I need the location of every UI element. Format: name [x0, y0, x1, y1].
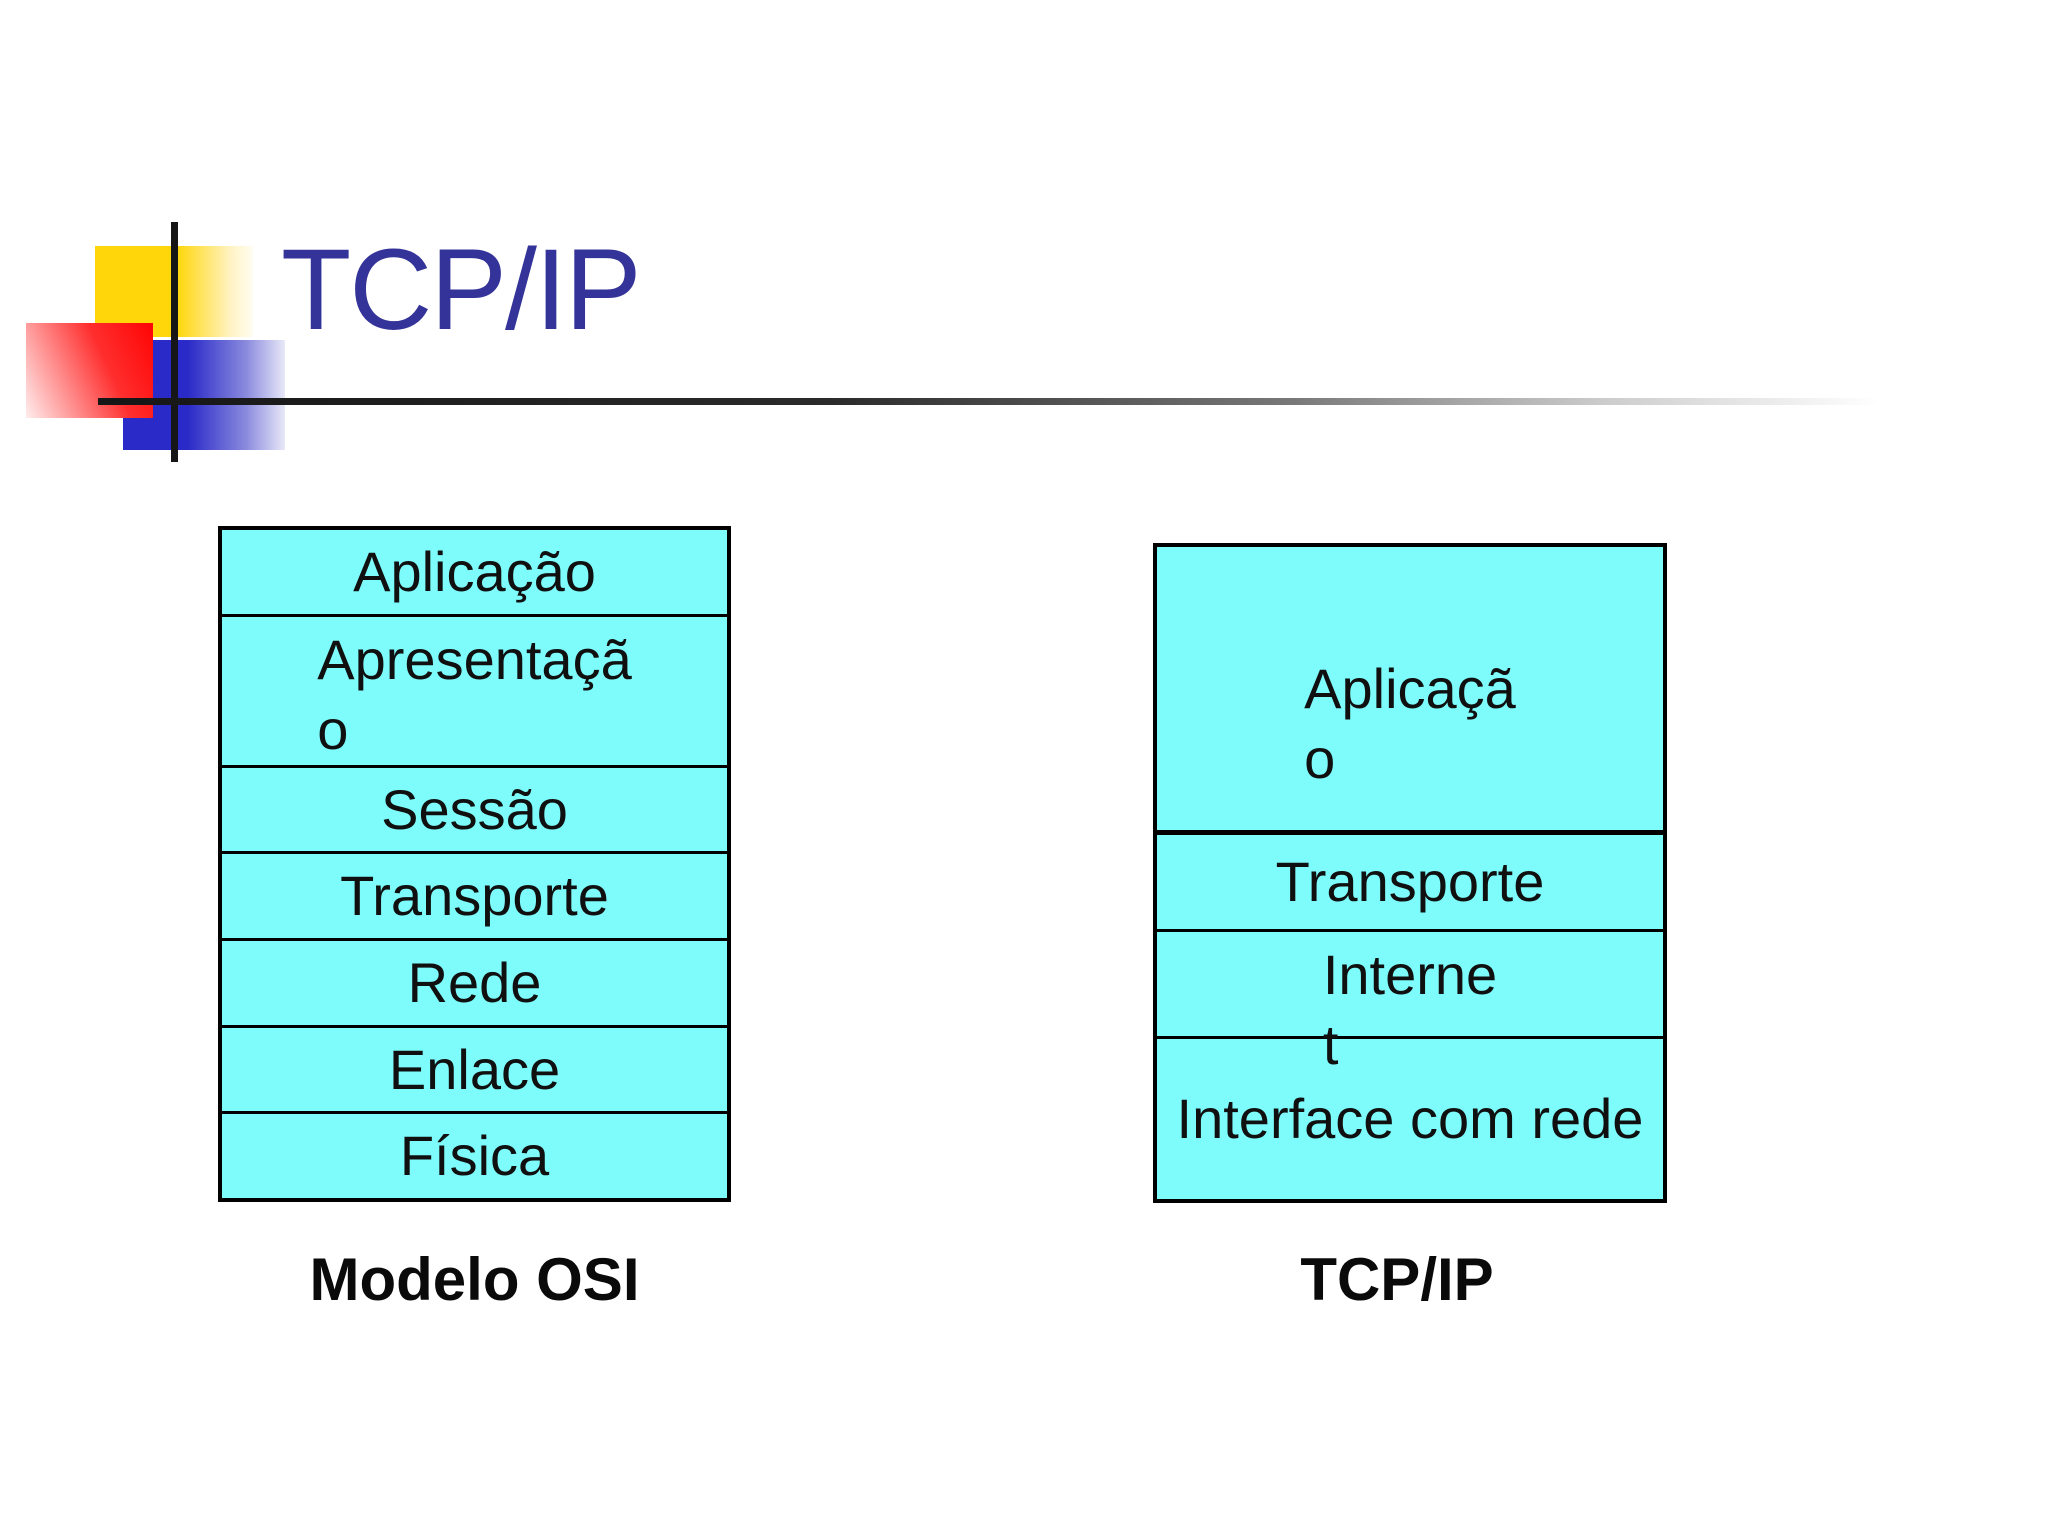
layer-label-wrapped: Apresentaçã o: [317, 625, 631, 765]
layer-label-line-2: o: [317, 697, 349, 761]
layer-label: Física: [399, 1124, 550, 1188]
osi-model-table: Aplicação Apresentaçã o Sessão Transport…: [218, 526, 731, 1202]
layer-label-line-2: t: [1322, 1013, 1339, 1076]
layer-label: Aplicação: [353, 539, 596, 603]
layer-label-line-1: Aplicaçã: [1304, 657, 1516, 720]
layer-label-wrapped: Aplicaçã o: [1304, 654, 1516, 794]
layer-label: Enlace: [388, 1037, 561, 1101]
tcpip-layer-interface-com-rede: Interface com rede: [1157, 1036, 1663, 1199]
layer-label: Rede: [407, 950, 542, 1014]
osi-layer-enlace: Enlace: [222, 1024, 727, 1112]
tcpip-layer-internet: Interne t: [1157, 929, 1663, 1076]
osi-caption: Modelo OSI: [309, 1246, 640, 1313]
tcpip-layer-aplicacao: Aplicaçã o: [1157, 547, 1663, 830]
osi-layer-apresentacao: Apresentaçã o: [222, 613, 727, 765]
title-divider-line: [98, 398, 1934, 405]
osi-layer-sessao: Sessão: [222, 764, 727, 852]
layer-label: Sessão: [381, 777, 568, 841]
slide-title: TCP/IP: [281, 226, 642, 354]
layer-label-line-1: Apresentaçã: [317, 627, 632, 691]
osi-layer-aplicacao: Aplicação: [222, 530, 727, 614]
osi-layer-rede: Rede: [222, 938, 727, 1025]
osi-layer-fisica: Física: [222, 1111, 727, 1198]
layer-label-line-1: Interne: [1322, 943, 1498, 1006]
layer-label-wrapped: Interne t: [1323, 940, 1497, 1080]
logo-vertical-line: [171, 222, 178, 462]
layer-label-line-2: o: [1304, 727, 1336, 790]
layer-label: Transporte: [340, 864, 609, 928]
layer-label: Interface com rede: [1176, 1087, 1644, 1150]
layer-label: Transporte: [1275, 850, 1545, 913]
tcpip-table: Aplicaçã o Transporte Interne t Interfac…: [1153, 543, 1667, 1203]
tcpip-caption: TCP/IP: [1300, 1246, 1494, 1313]
tcpip-layer-transporte: Transporte: [1157, 830, 1663, 929]
osi-layer-transporte: Transporte: [222, 851, 727, 938]
